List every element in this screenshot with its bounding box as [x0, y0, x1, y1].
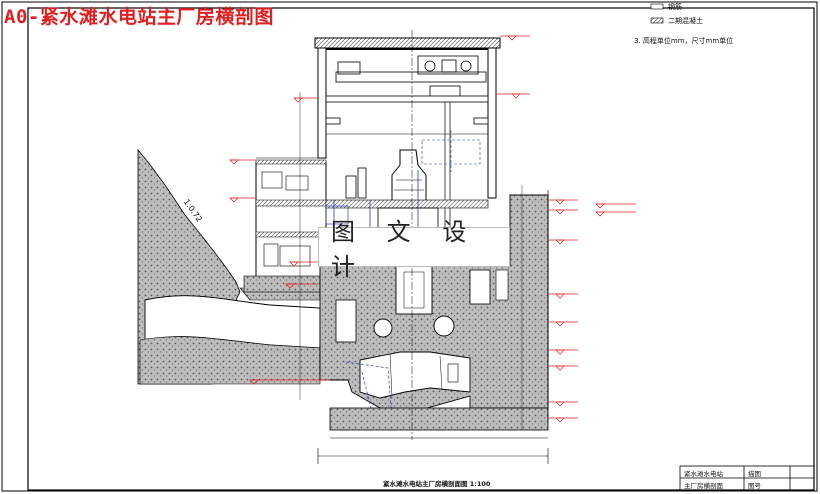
downstream-wall-upper — [487, 47, 497, 199]
title-block-drawing-name: 主厂房横剖面 — [684, 482, 723, 490]
note-units: 3. 高程单位mm，尺寸mm单位 — [634, 37, 734, 45]
title-block-project: 紧水滩水电站 — [684, 470, 723, 478]
roof — [314, 37, 501, 49]
title-block-drawer: 描图 — [748, 470, 761, 478]
legend-concrete-label: 二期混凝土 — [668, 17, 703, 25]
elevation-markers-left — [229, 35, 530, 385]
draft-tube — [359, 351, 471, 399]
aux-building — [255, 161, 327, 291]
elevation-markers-right — [548, 199, 636, 423]
foundation-slab — [329, 407, 549, 431]
crane-girder — [335, 71, 487, 83]
legend-swatch-concrete — [650, 17, 664, 24]
legend-swatch-steel — [650, 3, 664, 10]
title-block — [679, 465, 815, 491]
upstream-wall-upper — [317, 47, 327, 159]
watermark: 图 文 设 计 — [318, 218, 510, 281]
title-block-drawing-number: 图号 — [748, 482, 761, 490]
generator-floor — [325, 199, 489, 209]
spiral-case-left — [373, 318, 393, 338]
spiral-case-right — [433, 315, 455, 337]
legend-steel-label: 钢筋 — [668, 3, 682, 11]
generator — [391, 149, 427, 206]
page-title: A0-紧水滩水电站主厂房横剖图 — [4, 6, 274, 28]
sheet-border-inner — [27, 7, 815, 491]
drawing-caption: 紧水滩水电站主厂房横剖面图 1:100 — [383, 480, 491, 488]
